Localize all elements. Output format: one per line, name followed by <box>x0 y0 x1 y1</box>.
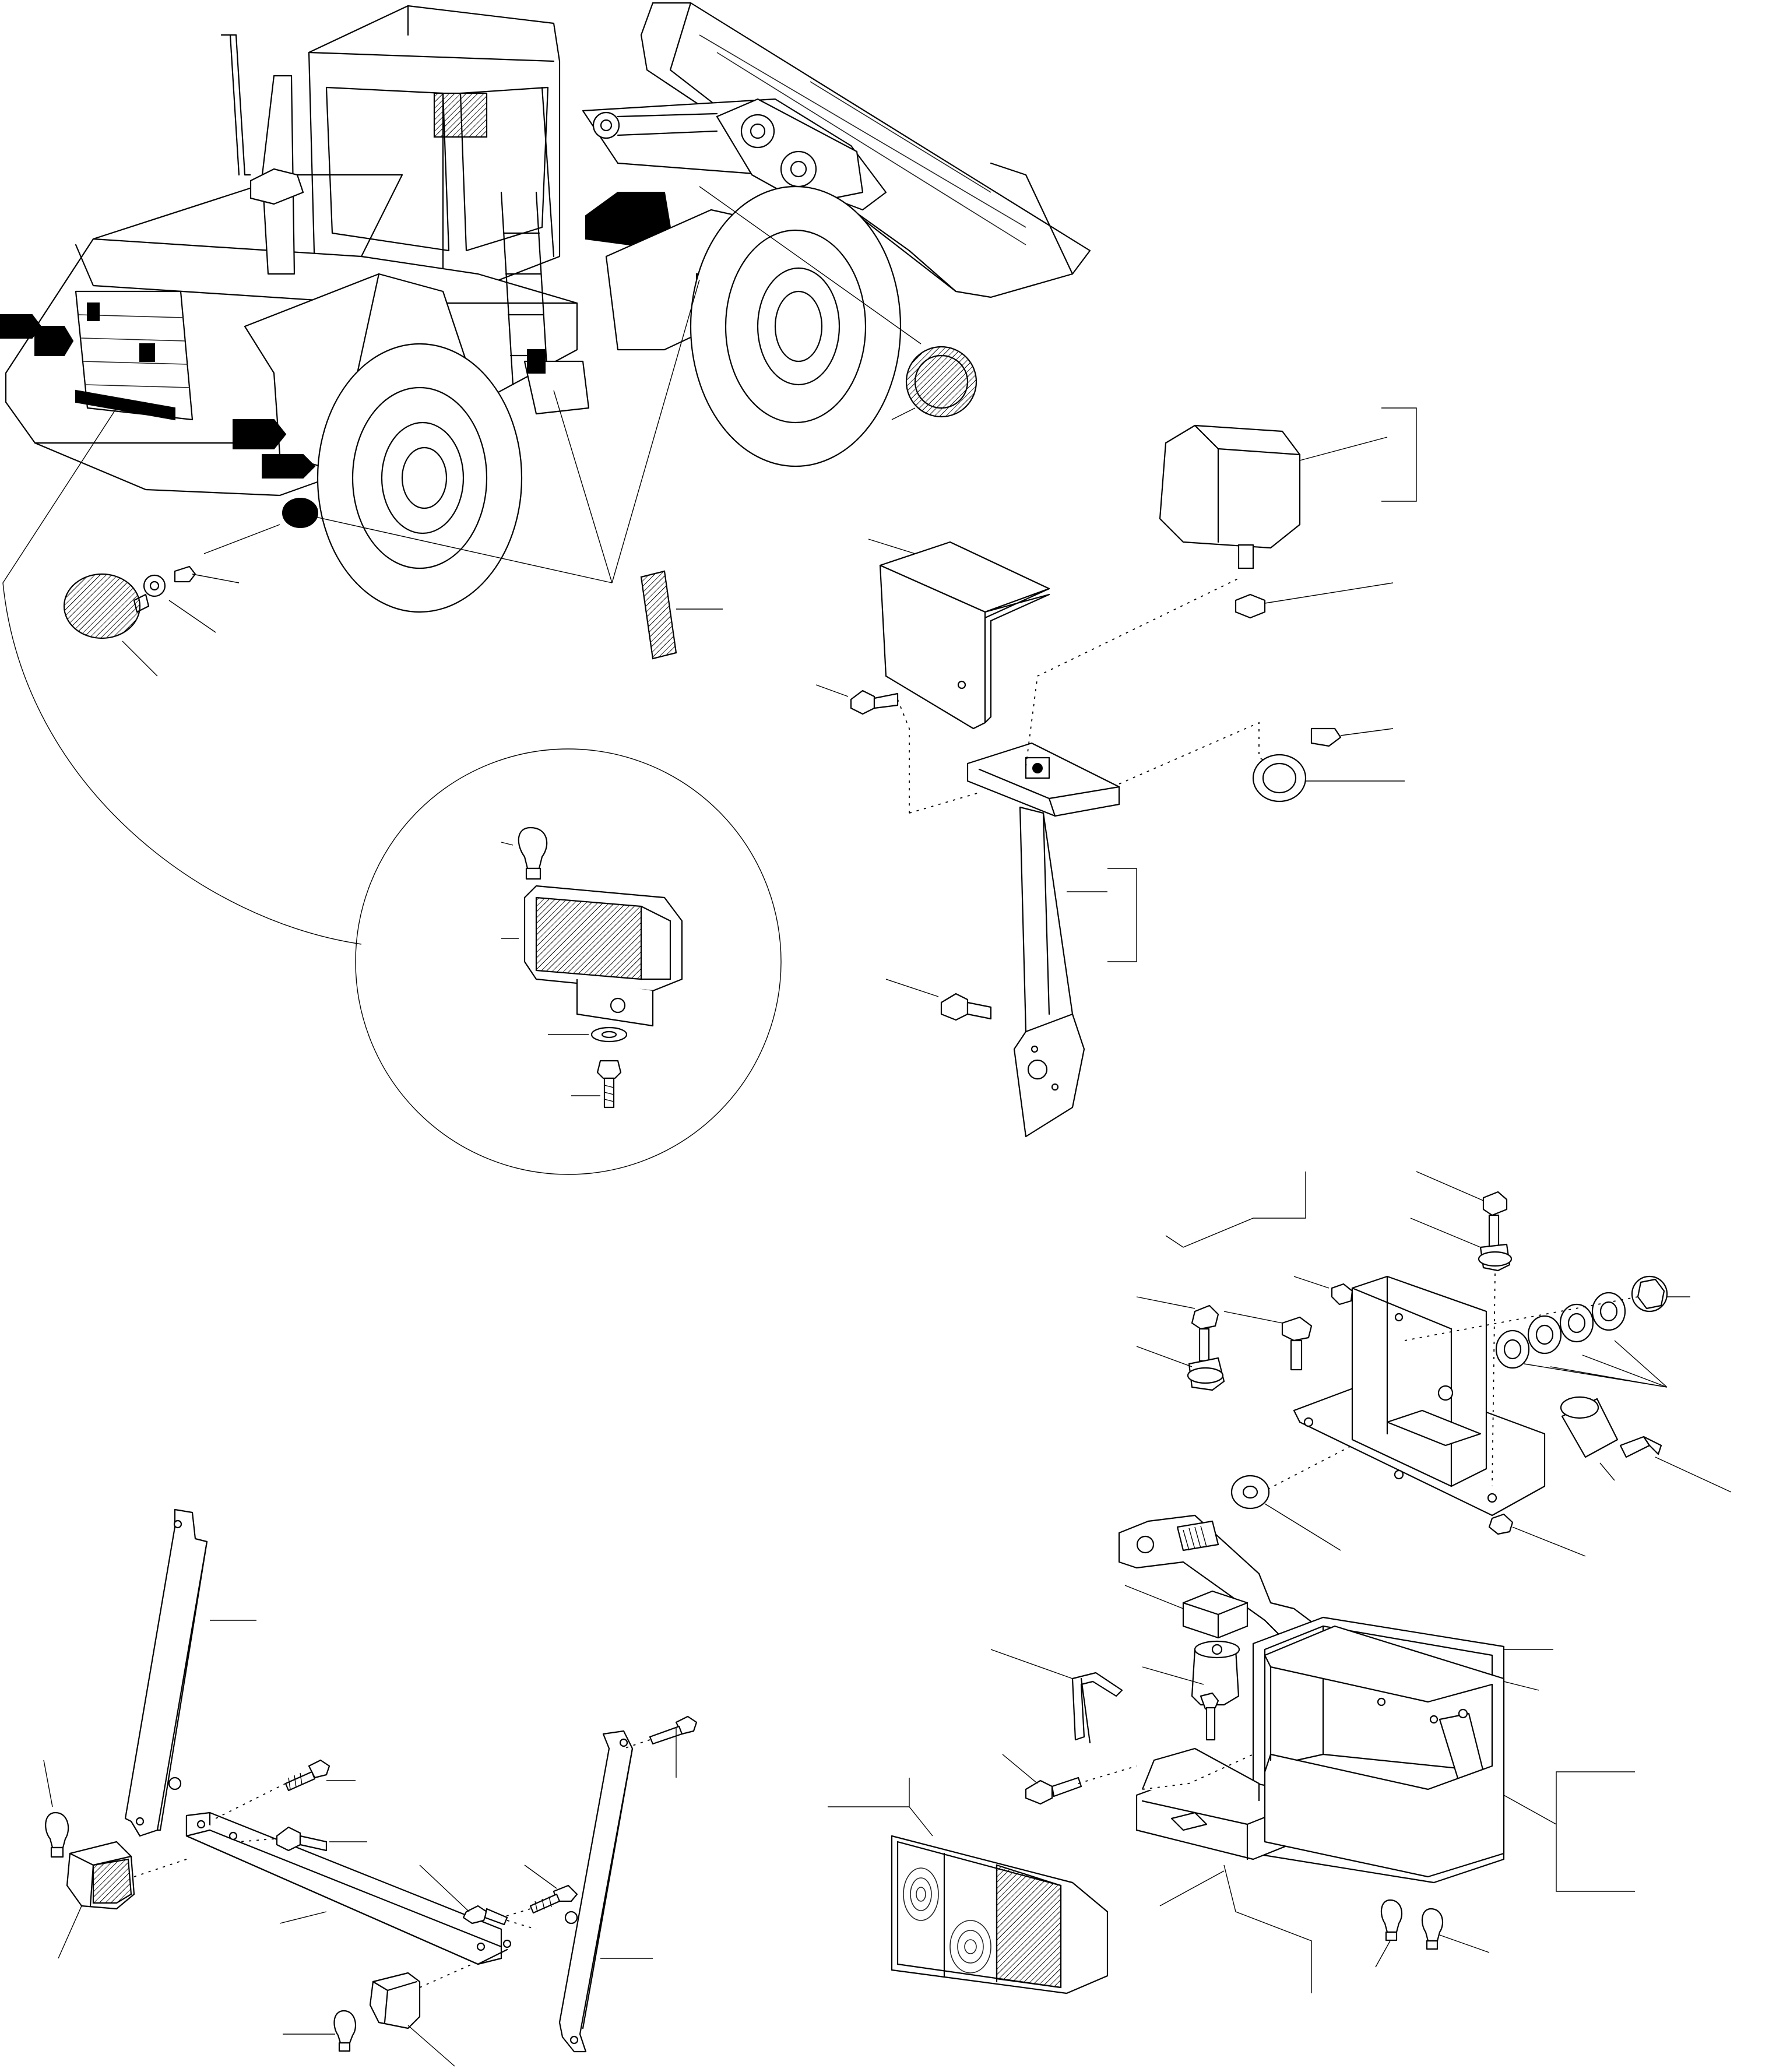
bolt-icon <box>1191 1304 1219 1362</box>
work-lamp-icon <box>501 885 683 1027</box>
wheel-loader-overview <box>0 2 1091 945</box>
mounting-base-icon <box>1293 1275 1546 1517</box>
lift-arm-icon <box>582 98 887 211</box>
screw-icon <box>215 1759 356 1819</box>
sun-visor-icon <box>868 539 1050 730</box>
bolt-icon <box>1416 1171 1508 1251</box>
channel-bracket-icon <box>1264 1625 1635 1892</box>
work-lamp-icon <box>1159 407 1417 569</box>
lamp-stand-bracket-icon <box>909 576 1283 1138</box>
rubber-damper-icon <box>1191 1640 1240 1706</box>
nut-icon <box>1293 1276 1353 1306</box>
work-lamp-detail <box>355 748 782 1175</box>
bulb-icon <box>43 1760 69 1858</box>
bolt-icon <box>885 979 992 1021</box>
bolt-icon <box>571 1060 622 1109</box>
tail-lamp-icon <box>58 1841 187 1959</box>
front-wheel-icon <box>690 185 902 467</box>
bolt-icon <box>623 1715 698 1778</box>
support-stay-icon <box>558 1730 653 2053</box>
rear-lamp-bar-assembly <box>43 1508 698 2067</box>
marker-lamp-icon <box>369 1964 473 2067</box>
bolt-icon <box>815 684 910 816</box>
bucket-icon <box>640 2 1091 298</box>
lamp-bar-icon <box>185 1811 512 1965</box>
bolt-icon <box>1142 1666 1219 1741</box>
location-arrow-icon <box>0 192 671 528</box>
bolt-icon <box>419 1865 537 1930</box>
bolt-icon <box>1002 1754 1137 1805</box>
bulb-icon <box>1421 1908 1490 1953</box>
cab-icon <box>308 5 561 298</box>
rear-combination-lamp-icon <box>828 1778 1109 1994</box>
ladder-icon <box>500 191 590 415</box>
bulb-icon <box>283 2010 357 2052</box>
flasher-lamp-icon <box>1252 727 1405 803</box>
spacer-sleeve-icon <box>1560 1396 1732 1493</box>
washer-stack-icon <box>1404 1275 1690 1388</box>
cab-lamp-bracket-assembly <box>815 407 1417 1138</box>
washer-icon <box>1230 1445 1353 1551</box>
screw-icon <box>501 1865 578 1918</box>
bulb-icon <box>1375 1899 1403 1968</box>
round-reflector-icon <box>891 346 977 420</box>
retaining-clip-icon <box>990 1649 1123 1744</box>
washer-icon <box>548 1026 628 1043</box>
bolt-icon <box>1223 1311 1313 1371</box>
nut-icon <box>1235 582 1394 619</box>
rubber-mount-icon <box>1136 1296 1225 1391</box>
rectangular-reflector-icon <box>640 570 723 660</box>
rear-wheel-icon <box>316 343 523 613</box>
rear-lamp-mount-assembly <box>828 1171 1732 1994</box>
support-stay-icon <box>124 1508 256 1837</box>
rubber-mount-icon <box>1410 1218 1513 1487</box>
bolt-icon <box>238 1826 367 1852</box>
bulb-icon <box>501 826 548 880</box>
nut-icon <box>1488 1513 1586 1557</box>
lamp-arm-icon <box>1118 1514 1342 1656</box>
side-marker-lamp-icon <box>63 565 240 677</box>
